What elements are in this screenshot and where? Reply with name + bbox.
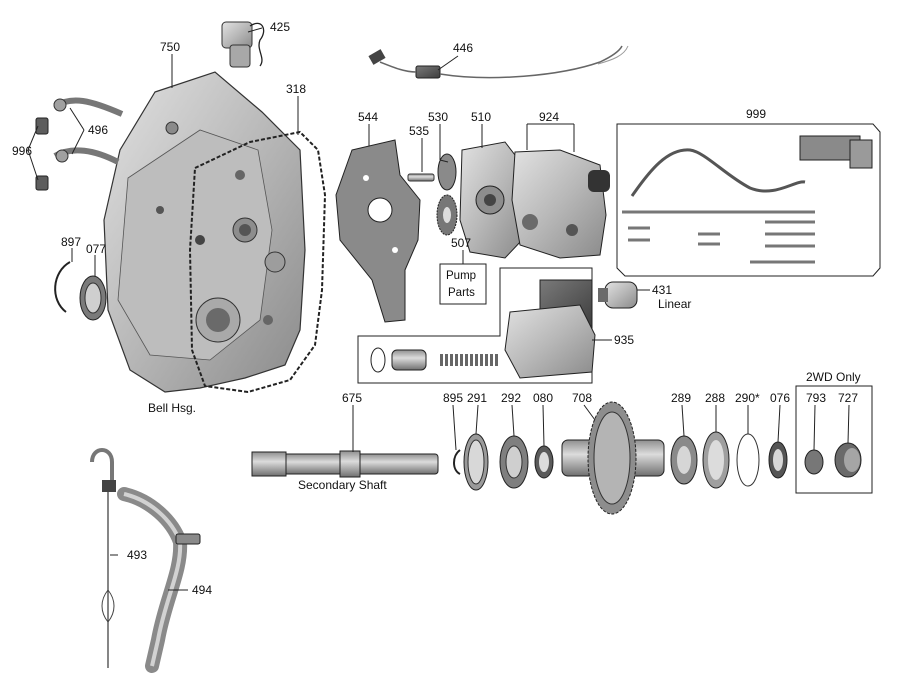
cooler-lines-496-part [53, 97, 124, 165]
pin-535-part [407, 173, 435, 182]
label-289: 289 [671, 391, 692, 405]
label-544: 544 [358, 110, 379, 124]
seal-080-part [534, 445, 554, 479]
separator-plate-544-part [335, 139, 421, 323]
label-895: 895 [443, 391, 464, 405]
seal-077-part [79, 275, 107, 321]
nut-793-part [804, 449, 824, 475]
label-bell-hsg: Bell Hsg. [148, 401, 197, 415]
valve-body-924-part [511, 149, 607, 259]
bell-housing-part [103, 71, 306, 393]
race-291-part [463, 433, 489, 491]
label-288: 288 [705, 391, 726, 405]
linear-solenoid-431-part [598, 281, 638, 309]
label-999: 999 [746, 107, 767, 121]
label-080: 080 [533, 391, 554, 405]
label-897: 897 [61, 235, 82, 249]
label-292: 292 [501, 391, 522, 405]
bearing-292-part [499, 435, 529, 489]
two-wd-only-box [795, 385, 873, 494]
pump-gears-530-part [436, 153, 458, 236]
snap-ring-897-part [54, 261, 71, 313]
label-425: 425 [270, 20, 291, 34]
label-750: 750 [160, 40, 181, 54]
seal-076-part [768, 441, 788, 479]
label-535: 535 [409, 124, 430, 138]
label-507: 507 [451, 236, 472, 250]
leader-lines [27, 27, 850, 591]
cap-727-part [834, 442, 862, 478]
sensor-425-part [221, 21, 265, 68]
assembly-935-box [357, 267, 596, 384]
pump-parts-507-box [439, 263, 487, 305]
label-494: 494 [192, 583, 213, 597]
label-076: 076 [770, 391, 791, 405]
label-290: 290* [735, 391, 760, 405]
label-510: 510 [471, 110, 492, 124]
label-793: 793 [806, 391, 827, 405]
secondary-shaft-675-part [251, 450, 439, 478]
label-727: 727 [838, 391, 859, 405]
label-431: 431 [652, 283, 673, 297]
label-291: 291 [467, 391, 488, 405]
snap-ring-895-part [453, 449, 461, 475]
label-530: 530 [428, 110, 449, 124]
label-496: 496 [88, 123, 109, 137]
harness-446-part [368, 45, 629, 79]
label-996: 996 [12, 144, 33, 158]
shim-290-part [736, 433, 760, 487]
fittings-996-part [35, 117, 49, 191]
label-446: 446 [453, 41, 474, 55]
label-675: 675 [342, 391, 363, 405]
dipstick-493-part [90, 448, 116, 668]
label-2wd-only: 2WD Only [806, 370, 861, 384]
kit-999-box [616, 123, 881, 277]
label-pump: Pump [446, 270, 477, 282]
label-secondary-shaft: Secondary Shaft [298, 478, 387, 492]
label-935: 935 [614, 333, 635, 347]
label-708: 708 [572, 391, 593, 405]
gear-708-part [561, 401, 665, 515]
label-493: 493 [127, 548, 148, 562]
label-077: 077 [86, 242, 107, 256]
label-linear: Linear [658, 297, 692, 311]
filler-tube-494-part [117, 487, 201, 673]
label-924: 924 [539, 110, 560, 124]
label-318: 318 [286, 82, 307, 96]
bearing-289-part [670, 435, 698, 485]
race-288-part [702, 431, 730, 489]
label-parts: Parts [448, 287, 475, 299]
gasket-318-part [188, 130, 327, 394]
